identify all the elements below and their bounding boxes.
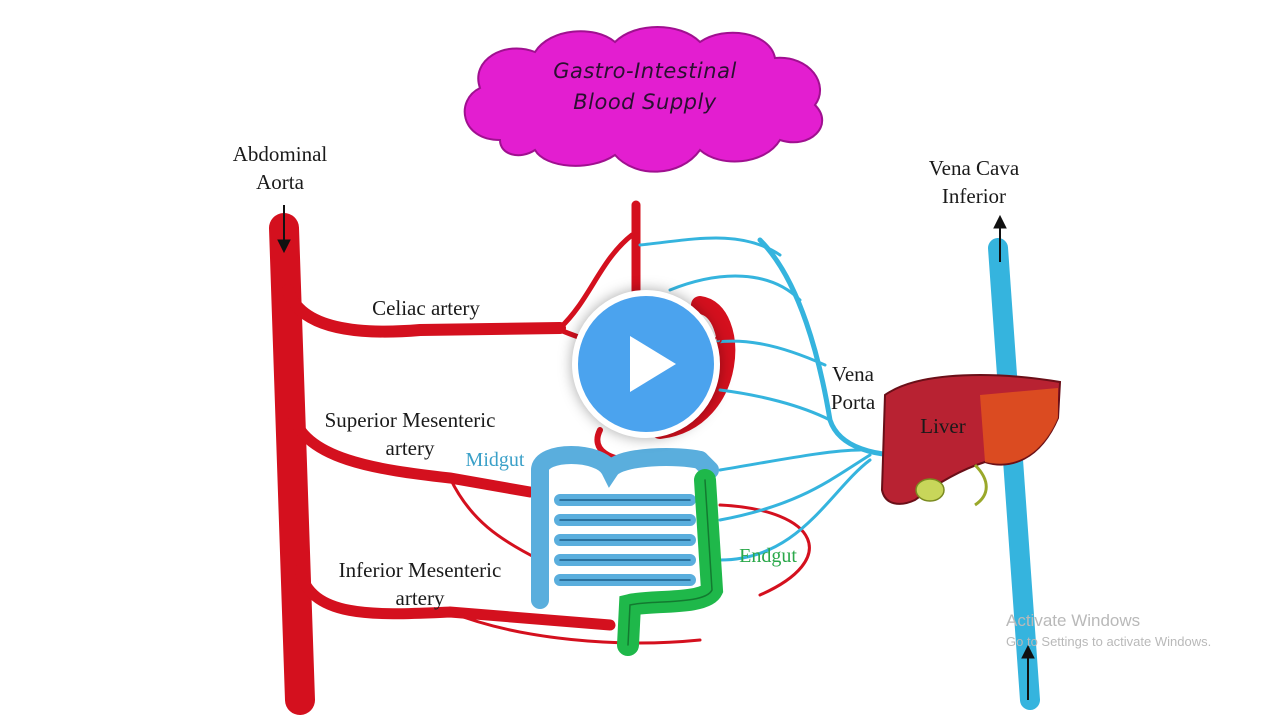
play-button[interactable] (572, 290, 720, 438)
title-cloud (463, 26, 823, 173)
celiac-artery (282, 284, 566, 338)
activate-windows-title: Activate Windows (1006, 611, 1141, 630)
label-superior-mesenteric: Superior Mesenteric artery (306, 406, 514, 462)
title-line-1: Gastro-Intestinal (553, 59, 737, 83)
label-vena-cava-line2: Inferior (941, 184, 1007, 208)
sma-branch (448, 476, 542, 562)
arrows (277, 205, 1035, 700)
label-ima-line1: Inferior Mesenteric (338, 558, 502, 582)
label-abdominal-aorta-line2: Aorta (256, 170, 304, 194)
title-line-2: Blood Supply (573, 90, 717, 114)
ima-branch (448, 610, 702, 645)
label-inferior-mesenteric: Inferior Mesenteric artery (322, 556, 518, 612)
label-vena-porta-line2: Porta (830, 390, 876, 414)
label-vena-cava: Vena Cava Inferior (914, 154, 1034, 210)
label-liver: Liver (920, 414, 966, 438)
label-abdominal-aorta-line1: Abdominal (232, 142, 328, 166)
veins (638, 236, 1040, 710)
label-vena-cava-line1: Vena Cava (928, 156, 1020, 180)
label-sma-line1: Superior Mesenteric (324, 408, 496, 432)
diagram-title: Gastro-Intestinal Blood Supply (490, 56, 800, 118)
vena-cava (988, 238, 1040, 710)
vena-porta (757, 237, 903, 458)
activate-windows-subtitle: Go to Settings to activate Windows. (1006, 634, 1212, 649)
inferior-mesenteric-artery (294, 564, 616, 631)
label-vena-porta-line1: Vena (832, 362, 874, 386)
label-ima-line2: artery (395, 586, 445, 610)
label-abdominal-aorta: Abdominal Aorta (218, 140, 342, 196)
label-midgut: Midgut (465, 449, 525, 471)
endgut-loop (718, 503, 811, 597)
endgut-intestine (617, 469, 724, 656)
label-sma-line2: artery (385, 436, 435, 460)
liver (880, 374, 1062, 507)
superior-mesenteric-artery (286, 404, 536, 498)
play-icon (630, 336, 676, 392)
celiac-branch (557, 232, 635, 331)
label-endgut: Endgut (739, 545, 797, 567)
label-celiac-artery: Celiac artery (372, 296, 480, 320)
abdominal-aorta (269, 213, 315, 715)
midgut-intestine (531, 446, 719, 609)
label-vena-porta: Vena Porta (818, 360, 888, 416)
